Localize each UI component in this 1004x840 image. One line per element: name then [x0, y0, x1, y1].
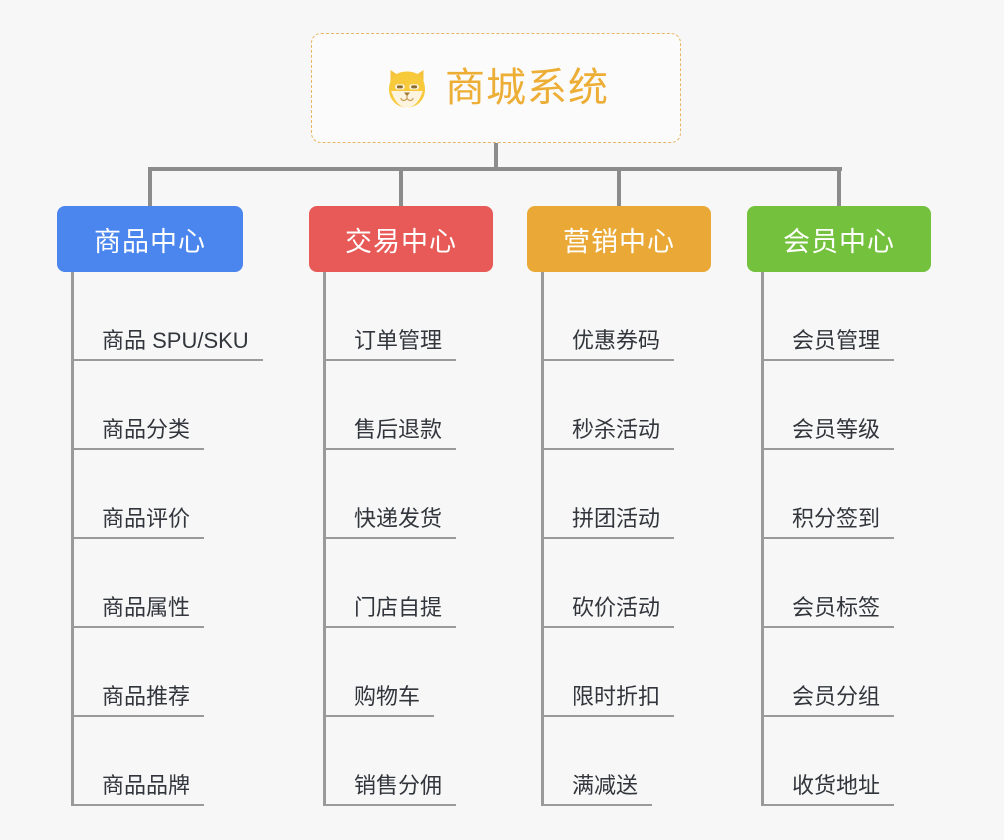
- leaf-list-marketing-center: 优惠券码 秒杀活动 拼团活动 砍价活动 限时折扣 满减送: [527, 272, 711, 806]
- leaf-label: 会员标签: [764, 595, 895, 628]
- connector-drop-member-center: [837, 167, 841, 206]
- leaf-list-trade-center: 订单管理 售后退款 快递发货 门店自提 购物车 销售分佣: [309, 272, 493, 806]
- leaf-spine-member-center: [761, 272, 764, 806]
- connector-root-stem: [494, 143, 498, 171]
- leaf-item-product-attribute[interactable]: 商品属性: [57, 539, 243, 628]
- leaf-item-flash-sale[interactable]: 秒杀活动: [527, 361, 711, 450]
- leaf-item-shipping-address[interactable]: 收货地址: [747, 717, 931, 806]
- branch-trade-center: 交易中心 订单管理 售后退款 快递发货 门店自提 购物车 销售分佣: [309, 206, 493, 806]
- leaf-item-shopping-cart[interactable]: 购物车: [309, 628, 493, 717]
- category-box-product-center[interactable]: 商品中心: [57, 206, 243, 272]
- category-label-marketing-center: 营销中心: [563, 226, 675, 257]
- category-box-trade-center[interactable]: 交易中心: [309, 206, 493, 272]
- leaf-item-product-brand[interactable]: 商品品牌: [57, 717, 243, 806]
- connector-drop-product-center: [148, 167, 152, 206]
- leaf-label: 快递发货: [326, 506, 457, 539]
- leaf-item-product-recommend[interactable]: 商品推荐: [57, 628, 243, 717]
- leaf-label: 秒杀活动: [544, 417, 675, 450]
- category-box-marketing-center[interactable]: 营销中心: [527, 206, 711, 272]
- leaf-item-points-checkin[interactable]: 积分签到: [747, 450, 931, 539]
- leaf-item-group-buy[interactable]: 拼团活动: [527, 450, 711, 539]
- leaf-label: 拼团活动: [544, 506, 675, 539]
- leaf-label: 售后退款: [326, 417, 457, 450]
- leaf-list-member-center: 会员管理 会员等级 积分签到 会员标签 会员分组 收货地址: [747, 272, 931, 806]
- leaf-label: 优惠券码: [544, 328, 675, 361]
- branch-marketing-center: 营销中心 优惠券码 秒杀活动 拼团活动 砍价活动 限时折扣 满减送: [527, 206, 711, 806]
- leaf-spine-product-center: [71, 272, 74, 806]
- leaf-item-member-tag[interactable]: 会员标签: [747, 539, 931, 628]
- leaf-item-product-spu-sku[interactable]: 商品 SPU/SKU: [57, 272, 263, 361]
- leaf-label: 商品属性: [74, 595, 205, 628]
- category-box-member-center[interactable]: 会员中心: [747, 206, 931, 272]
- branch-member-center: 会员中心 会员管理 会员等级 积分签到 会员标签 会员分组 收货地址: [747, 206, 931, 806]
- leaf-label: 会员管理: [764, 328, 895, 361]
- leaf-item-limited-discount[interactable]: 限时折扣: [527, 628, 711, 717]
- leaf-label: 限时折扣: [544, 684, 675, 717]
- leaf-item-bargain[interactable]: 砍价活动: [527, 539, 711, 628]
- leaf-label: 商品推荐: [74, 684, 205, 717]
- category-label-member-center: 会员中心: [783, 226, 895, 257]
- leaf-spine-trade-center: [323, 272, 326, 806]
- leaf-label: 积分签到: [764, 506, 895, 539]
- leaf-item-full-reduction-gift[interactable]: 满减送: [527, 717, 711, 806]
- leaf-item-member-level[interactable]: 会员等级: [747, 361, 931, 450]
- leaf-item-product-review[interactable]: 商品评价: [57, 450, 243, 539]
- leaf-item-member-group[interactable]: 会员分组: [747, 628, 931, 717]
- leaf-label: 订单管理: [326, 328, 457, 361]
- category-label-product-center: 商品中心: [94, 226, 206, 257]
- connector-drop-trade-center: [399, 167, 403, 206]
- leaf-list-product-center: 商品 SPU/SKU 商品分类 商品评价 商品属性 商品推荐 商品品牌: [57, 272, 263, 806]
- leaf-item-coupon-code[interactable]: 优惠券码: [527, 272, 711, 361]
- leaf-label: 砍价活动: [544, 595, 675, 628]
- leaf-item-order-management[interactable]: 订单管理: [309, 272, 493, 361]
- leaf-label: 满减送: [544, 773, 653, 806]
- branch-product-center: 商品中心 商品 SPU/SKU 商品分类 商品评价 商品属性 商品推荐 商品品牌: [57, 206, 263, 806]
- root-title: 商城系统: [445, 66, 609, 110]
- leaf-label: 购物车: [326, 684, 435, 717]
- root-node[interactable]: 商城系统: [311, 33, 681, 143]
- leaf-label: 销售分佣: [326, 773, 457, 806]
- leaf-label: 商品评价: [74, 506, 205, 539]
- leaf-label: 商品品牌: [74, 773, 205, 806]
- leaf-spine-marketing-center: [541, 272, 544, 806]
- leaf-label: 会员分组: [764, 684, 895, 717]
- leaf-label: 商品分类: [74, 417, 205, 450]
- category-label-trade-center: 交易中心: [345, 226, 457, 257]
- leaf-label: 商品 SPU/SKU: [74, 328, 263, 361]
- leaf-item-aftersale-refund[interactable]: 售后退款: [309, 361, 493, 450]
- leaf-label: 门店自提: [326, 595, 457, 628]
- leaf-item-member-management[interactable]: 会员管理: [747, 272, 931, 361]
- leaf-item-store-pickup[interactable]: 门店自提: [309, 539, 493, 628]
- leaf-label: 收货地址: [764, 773, 895, 806]
- leaf-item-express-shipping[interactable]: 快递发货: [309, 450, 493, 539]
- leaf-label: 会员等级: [764, 417, 895, 450]
- connector-horizontal-bus: [149, 167, 842, 171]
- connector-drop-marketing-center: [617, 167, 621, 206]
- leaf-item-sales-commission[interactable]: 销售分佣: [309, 717, 493, 806]
- leaf-item-product-category[interactable]: 商品分类: [57, 361, 243, 450]
- shiba-dog-face-icon: [389, 70, 425, 108]
